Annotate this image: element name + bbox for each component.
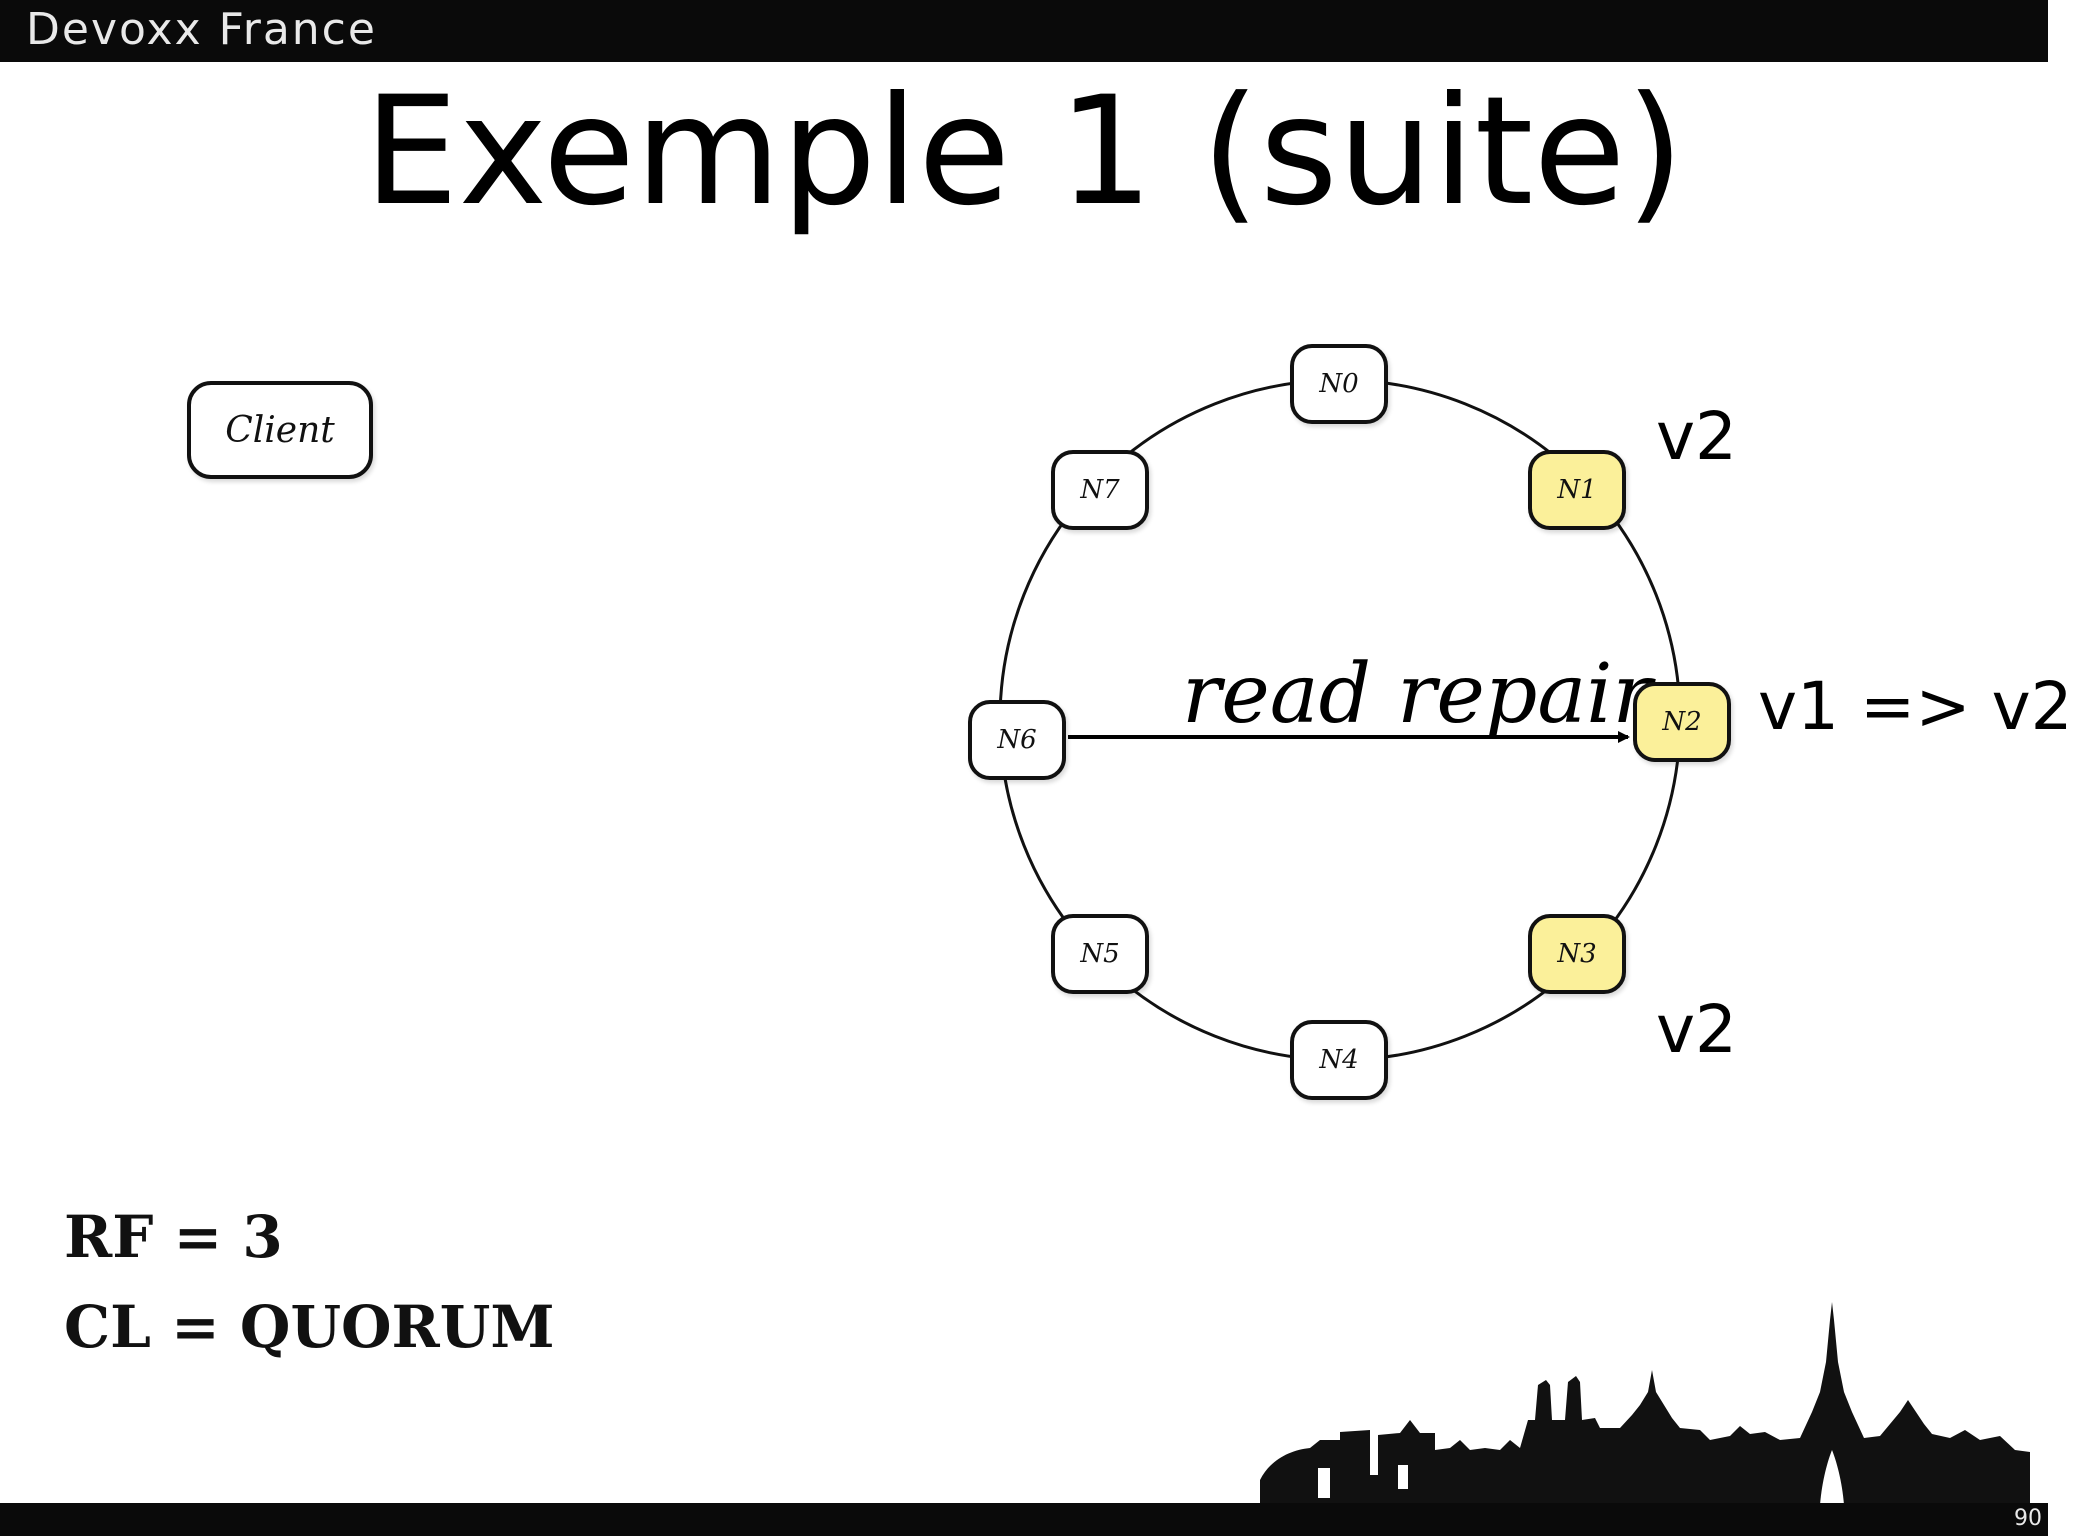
replication-factor: RF = 3 (64, 1203, 283, 1271)
consistency-level: CL = QUORUM (64, 1293, 555, 1361)
version-n3: v2 (1656, 991, 1738, 1068)
read-repair-label: read repair (1182, 647, 1652, 742)
header-bar: Devoxx France (0, 0, 2048, 62)
client-box: Client (187, 381, 373, 479)
node-n4: N4 (1290, 1020, 1388, 1100)
version-n2: v1 => v2 (1758, 668, 2073, 745)
node-n0: N0 (1290, 344, 1388, 424)
version-n1: v2 (1656, 398, 1738, 475)
page-number: 90 (2014, 1506, 2042, 1531)
node-n3: N3 (1528, 914, 1626, 994)
slide-title: Exemple 1 (suite) (363, 65, 1685, 239)
node-n2: N2 (1633, 682, 1731, 762)
node-n7: N7 (1051, 450, 1149, 530)
brand-logo: Devoxx France (26, 4, 377, 55)
paris-skyline-icon (1260, 1302, 2030, 1505)
node-n6: N6 (968, 700, 1066, 780)
node-n1: N1 (1528, 450, 1626, 530)
footer-bar (0, 1503, 2048, 1536)
node-n5: N5 (1051, 914, 1149, 994)
